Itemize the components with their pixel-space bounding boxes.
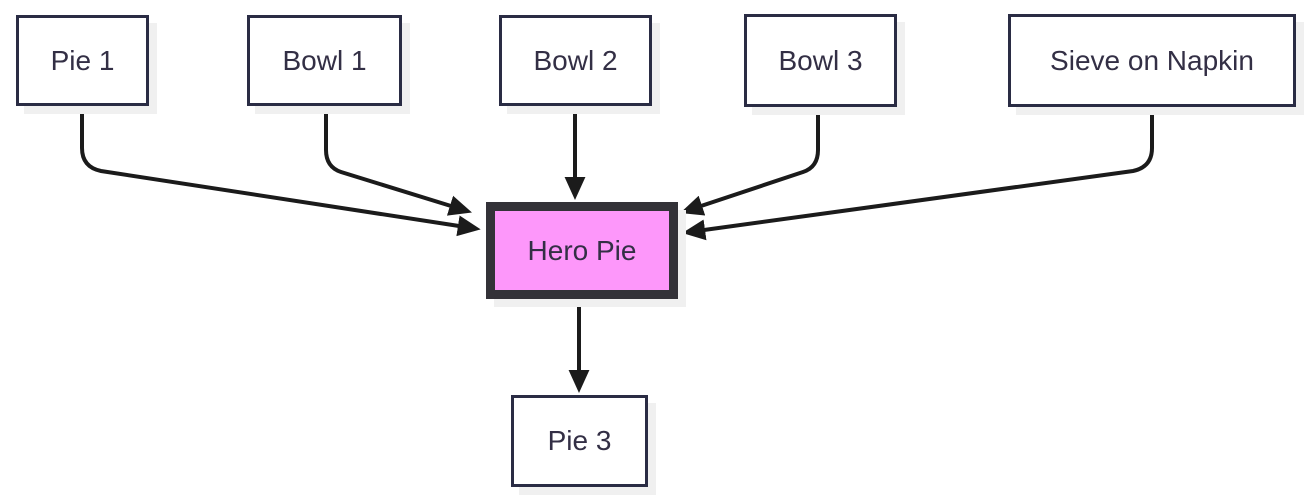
node-pie-3: Pie 3 bbox=[511, 395, 648, 487]
node-hero-pie-label: Hero Pie bbox=[527, 234, 637, 266]
node-hero-pie: Hero Pie bbox=[486, 202, 678, 299]
node-sieve-on-napkin: Sieve on Napkin bbox=[1008, 14, 1296, 107]
node-bowl-1: Bowl 1 bbox=[247, 15, 402, 106]
node-pie-3-label: Pie 3 bbox=[547, 425, 612, 456]
node-bowl-2-label: Bowl 2 bbox=[533, 44, 618, 76]
edge-bowl1-heropie bbox=[324, 105, 472, 216]
node-bowl-3-label: Bowl 3 bbox=[778, 44, 863, 76]
edge-sieve-heropie bbox=[682, 106, 1154, 241]
node-pie-1: Pie 1 bbox=[16, 15, 149, 106]
edge-pie1-heropie bbox=[80, 105, 481, 237]
node-pie-1-label: Pie 1 bbox=[50, 44, 115, 76]
edge-bowl3-heropie bbox=[680, 105, 820, 216]
node-bowl-1-label: Bowl 1 bbox=[282, 44, 367, 76]
node-bowl-2: Bowl 2 bbox=[499, 15, 652, 106]
node-sieve-on-napkin-label: Sieve on Napkin bbox=[1050, 44, 1254, 76]
node-bowl-3: Bowl 3 bbox=[744, 14, 897, 107]
